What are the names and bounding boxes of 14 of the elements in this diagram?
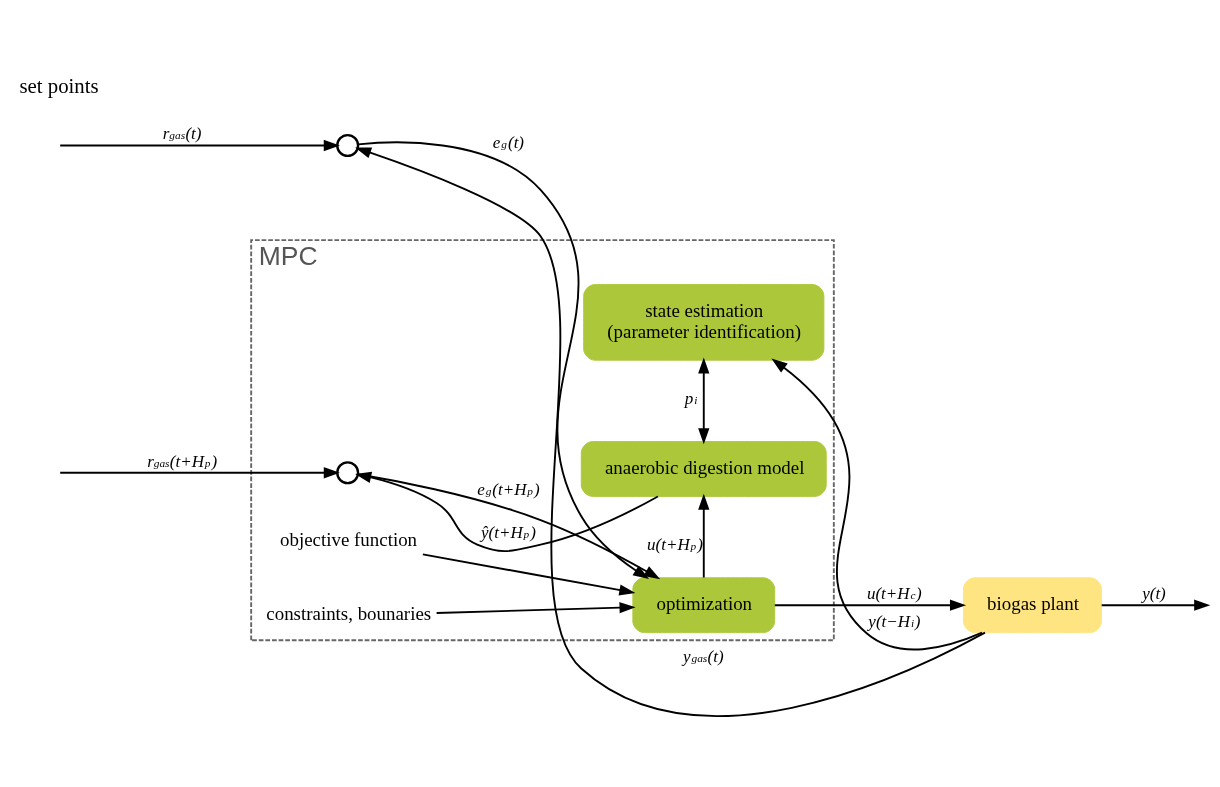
edge-label: u(t+Hc) <box>866 583 922 603</box>
edge-label: rgas(t) <box>162 124 202 144</box>
node-text: objective function <box>280 528 418 550</box>
edge-label: y(t) <box>1142 583 1166 603</box>
edge-label: pi <box>684 389 698 409</box>
edge-label: ŷ(t+Hp) <box>481 523 536 543</box>
edge-label: rgas(t+Hp) <box>147 451 218 471</box>
edge-label: eg(t) <box>492 132 525 152</box>
edge-label: ygas(t) <box>682 647 724 667</box>
label: set points <box>19 74 99 98</box>
edge-label: y(t−Hi) <box>868 612 921 632</box>
edge-label: u(t+Hp) <box>647 534 703 554</box>
edge-label: eg(t+Hp) <box>477 479 540 499</box>
node-text: constraints, bounaries <box>266 603 432 625</box>
